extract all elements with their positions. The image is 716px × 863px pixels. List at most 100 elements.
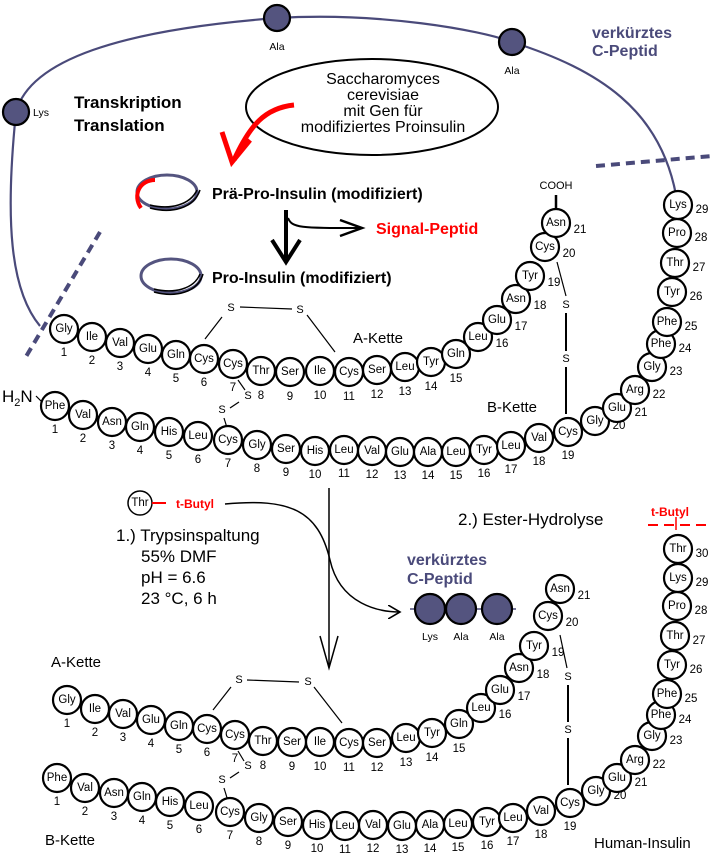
- a-chain-label-top: A-Kette: [353, 330, 403, 347]
- svg-text:Gln: Gln: [167, 349, 185, 361]
- svg-text:S: S: [244, 390, 251, 402]
- b-chain-bottom-residue-number-27: 27: [693, 635, 706, 647]
- a-chain-top-residue-number-11: 11: [343, 391, 355, 403]
- svg-text:Gly: Gly: [643, 361, 661, 373]
- svg-text:Gly: Gly: [58, 694, 76, 706]
- b-chain-bottom-residue-12: Val: [357, 809, 389, 841]
- svg-text:Gln: Gln: [447, 348, 465, 360]
- svg-text:S: S: [564, 724, 571, 736]
- b-chain-bottom-residue-3: Asn: [98, 777, 130, 809]
- a-chain-label-bottom: A-Kette: [51, 654, 101, 671]
- b-chain-top-residue-number-23: 23: [670, 366, 683, 378]
- b-chain-bottom-residue-number-9: 9: [285, 840, 291, 852]
- b-chain-top-residue-number-12: 12: [366, 469, 379, 481]
- a-chain-bottom-residue-number-17: 17: [518, 691, 531, 703]
- step2-label: 2.) Ester-Hydrolyse: [458, 510, 603, 529]
- c-peptide-loop-ala-2: [497, 27, 527, 57]
- svg-text:Ile: Ile: [89, 703, 101, 715]
- b-chain-top-residue-28: Pro: [661, 217, 693, 249]
- b-chain-top-residue-22: Arg: [619, 374, 651, 406]
- svg-text:Phe: Phe: [651, 338, 671, 350]
- svg-text:Phe: Phe: [651, 709, 671, 721]
- b-chain-top-residue-21: Glu: [601, 392, 633, 424]
- a-chain-bottom-residue-number-20: 20: [566, 617, 579, 629]
- a-chain-bottom-residue-21: Asn: [544, 573, 576, 605]
- svg-text:Gly: Gly: [55, 323, 73, 335]
- yeast-line-4: modifiziertes Proinsulin: [301, 119, 466, 136]
- a-chain-top-residue-4: Glu: [132, 333, 164, 365]
- b-chain-top-residue-18: Val: [523, 422, 555, 454]
- a-chain-bottom-residue-number-15: 15: [453, 743, 466, 755]
- b-chain-bottom-residue-9: Ser: [272, 806, 304, 838]
- a-chain-bottom-residue-number-16: 16: [499, 709, 512, 721]
- a-chain-bottom-residue-2: Ile: [79, 693, 111, 725]
- svg-text:Tyr: Tyr: [664, 286, 680, 298]
- svg-text:Leu: Leu: [188, 430, 207, 442]
- svg-text:Ile: Ile: [314, 365, 326, 377]
- b-chain-top-residue-5: His: [153, 416, 185, 448]
- signal-peptide-label: Signal-Peptid: [376, 221, 478, 238]
- a-chain-top-residue-number-21: 21: [574, 224, 587, 236]
- a-chain-top-residue-9: Ser: [274, 356, 306, 388]
- svg-text:Arg: Arg: [626, 754, 644, 766]
- a-chain-bottom-residue-number-11: 11: [343, 762, 355, 774]
- b-chain-bottom-residue-number-10: 10: [311, 843, 324, 855]
- a-chain-bottom-residue-8: Thr: [247, 725, 279, 757]
- svg-text:Cys: Cys: [225, 729, 245, 741]
- svg-text:Ala: Ala: [422, 819, 439, 831]
- svg-text:Val: Val: [365, 819, 381, 831]
- b-chain-bottom-residue-number-3: 3: [111, 811, 117, 823]
- c-peptide-loop-ala-1: [262, 3, 292, 33]
- cleavage-line-right: [595, 154, 713, 168]
- b-chain-bottom-residue-number-13: 13: [396, 844, 409, 856]
- a-chain-bottom-residue-1: Gly: [51, 684, 83, 716]
- a-chain-bottom-residue-number-5: 5: [176, 744, 182, 756]
- b-chain-bottom-residue-10: His: [301, 809, 333, 841]
- svg-text:Val: Val: [364, 445, 380, 457]
- a-chain-bottom-residue-number-19: 19: [552, 647, 565, 659]
- b-chain-top-residue-number-27: 27: [693, 262, 706, 274]
- b-chain-top-residue-6: Leu: [182, 420, 214, 452]
- a-chain-top-residue-5: Gln: [160, 339, 192, 371]
- a-chain-bottom-residue-number-14: 14: [426, 752, 439, 764]
- thr-residue: Thr: [127, 490, 153, 516]
- svg-text:Cys: Cys: [538, 610, 558, 622]
- pre-pro-insulin-label: Prä-Pro-Insulin (modifiziert): [212, 186, 423, 203]
- svg-text:Tyr: Tyr: [526, 640, 542, 652]
- b-chain-top-residue-number-21: 21: [635, 407, 648, 419]
- b-chain-top-residue-7: Cys: [212, 424, 244, 456]
- step1-temp: 23 °C, 6 h: [141, 589, 217, 608]
- a-chain-bottom-residue-16: Leu: [465, 692, 497, 724]
- b-chain-bottom-residue-6: Leu: [183, 790, 215, 822]
- svg-text:Leu: Leu: [471, 702, 490, 714]
- svg-text:Asn: Asn: [104, 787, 124, 799]
- svg-text:Leu: Leu: [446, 446, 465, 458]
- a-chain-bottom-residue-number-21: 21: [578, 590, 591, 602]
- b-chain-top-residue-number-14: 14: [422, 470, 435, 482]
- a-chain-top-residue-18: Asn: [500, 283, 532, 315]
- svg-text:Glu: Glu: [391, 446, 409, 458]
- svg-text:Leu: Leu: [395, 361, 414, 373]
- a-chain-top-residue-number-19: 19: [548, 277, 561, 289]
- svg-text:Cys: Cys: [197, 723, 217, 735]
- b-chain-top-residue-3: Asn: [96, 406, 128, 438]
- b-chain-top-residue-13: Glu: [384, 436, 416, 468]
- svg-text:Glu: Glu: [488, 314, 506, 326]
- svg-text:S: S: [562, 353, 569, 365]
- red-arrow-icon: [219, 102, 295, 168]
- b-chain-top-residue-14: Ala: [412, 436, 444, 468]
- a-chain-bottom-residue-6: Cys: [191, 713, 223, 745]
- pro-insulin-label: Pro-Insulin (modifiziert): [212, 270, 392, 287]
- svg-text:Lys: Lys: [669, 199, 687, 211]
- a-chain-top-residue-number-12: 12: [371, 389, 384, 401]
- b-chain-bottom-residue-number-5: 5: [167, 820, 173, 832]
- svg-text:Thr: Thr: [666, 257, 683, 269]
- b-chain-bottom-residue-30: Thr: [662, 533, 694, 565]
- svg-text:Gly: Gly: [587, 785, 605, 797]
- a-chain-bottom-residue-number-10: 10: [314, 761, 327, 773]
- b-chain-bottom-residue-5: His: [154, 786, 186, 818]
- a-chain-bottom-residue-5: Gln: [163, 710, 195, 742]
- signal-arrow: [287, 217, 361, 229]
- svg-text:Tyr: Tyr: [522, 270, 538, 282]
- b-chain-top-residue-16: Tyr: [468, 434, 500, 466]
